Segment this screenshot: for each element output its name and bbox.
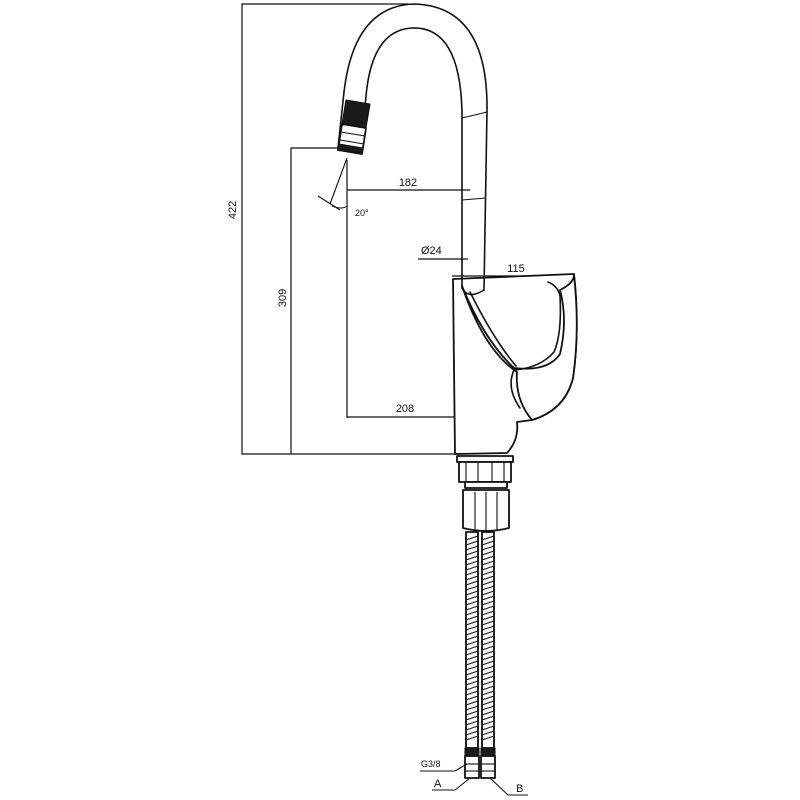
dimension-spout-reach: 182 bbox=[346, 160, 470, 418]
label-spout-reach: 182 bbox=[399, 177, 417, 189]
label-hose-b: B bbox=[516, 783, 523, 795]
label-body-reach: 208 bbox=[396, 403, 414, 415]
hose-a bbox=[464, 531, 480, 779]
label-spout-height: 309 bbox=[277, 289, 289, 307]
label-hose-a: A bbox=[434, 778, 442, 790]
label-handle-length: 115 bbox=[507, 263, 525, 275]
label-thread: G3/8 bbox=[421, 759, 441, 769]
dimension-aerator-angle: 20° bbox=[317, 157, 369, 218]
faucet-handle bbox=[461, 274, 578, 421]
dimension-total-height: 422 bbox=[227, 3, 456, 455]
aerator bbox=[337, 99, 371, 155]
callout-hose-b: B bbox=[489, 777, 528, 796]
dimension-spout-diameter: Ø24 bbox=[418, 245, 468, 260]
callout-thread: G3/8 bbox=[420, 759, 468, 772]
dimension-spout-height: 309 bbox=[277, 147, 340, 454]
label-total-height: 422 bbox=[227, 201, 239, 219]
callout-hose-a: A bbox=[432, 777, 471, 791]
mounting-shank bbox=[456, 455, 514, 532]
label-spout-diameter: Ø24 bbox=[421, 245, 442, 257]
hose-b bbox=[480, 531, 496, 779]
label-aerator-angle: 20° bbox=[355, 208, 369, 218]
faucet-spout bbox=[337, 3, 488, 296]
